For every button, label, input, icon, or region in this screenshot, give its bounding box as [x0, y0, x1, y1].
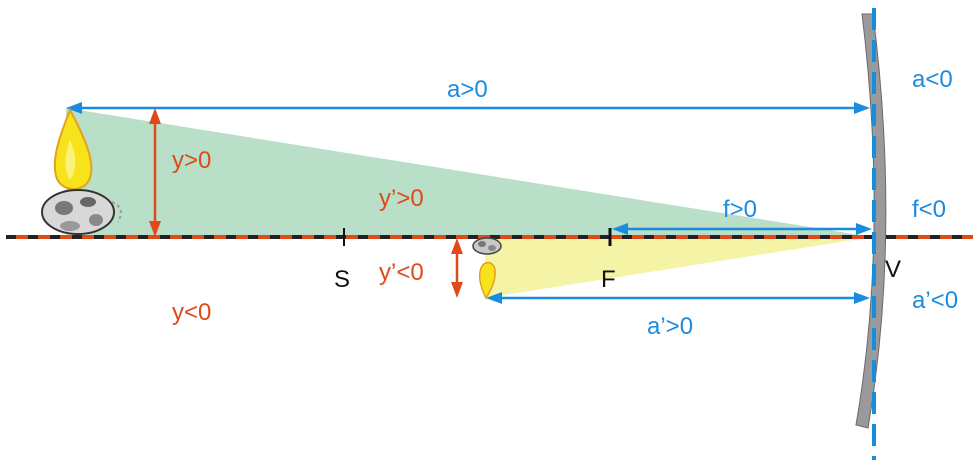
concave-mirror [855, 13, 887, 429]
a-negative-label: a<0 [912, 66, 953, 93]
y-prime-height-arrow [451, 238, 463, 298]
y-prime-negative-label: y’<0 [379, 259, 424, 286]
object-ray-cone [66, 108, 872, 237]
a-prime-distance-arrow [486, 292, 870, 304]
image-ray-cone [485, 237, 872, 298]
y-negative-label: y<0 [172, 299, 211, 326]
a-distance-arrow [66, 102, 870, 114]
a-positive-label: a>0 [447, 76, 488, 103]
f-distance-arrow [612, 223, 872, 235]
y-positive-label: y>0 [172, 147, 211, 174]
center-point-label: S [334, 266, 350, 293]
f-positive-label: f>0 [723, 196, 757, 223]
y-height-arrow [149, 108, 161, 237]
y-prime-positive-label: y’>0 [379, 185, 424, 212]
f-negative-label: f<0 [912, 196, 946, 223]
candle-image [472, 237, 502, 300]
focus-point-label: F [601, 266, 616, 293]
vertex-point-label: V [885, 256, 901, 283]
a-prime-negative-label: a’<0 [912, 287, 958, 314]
candle-object [41, 107, 122, 235]
a-prime-positive-label: a’>0 [647, 313, 693, 340]
